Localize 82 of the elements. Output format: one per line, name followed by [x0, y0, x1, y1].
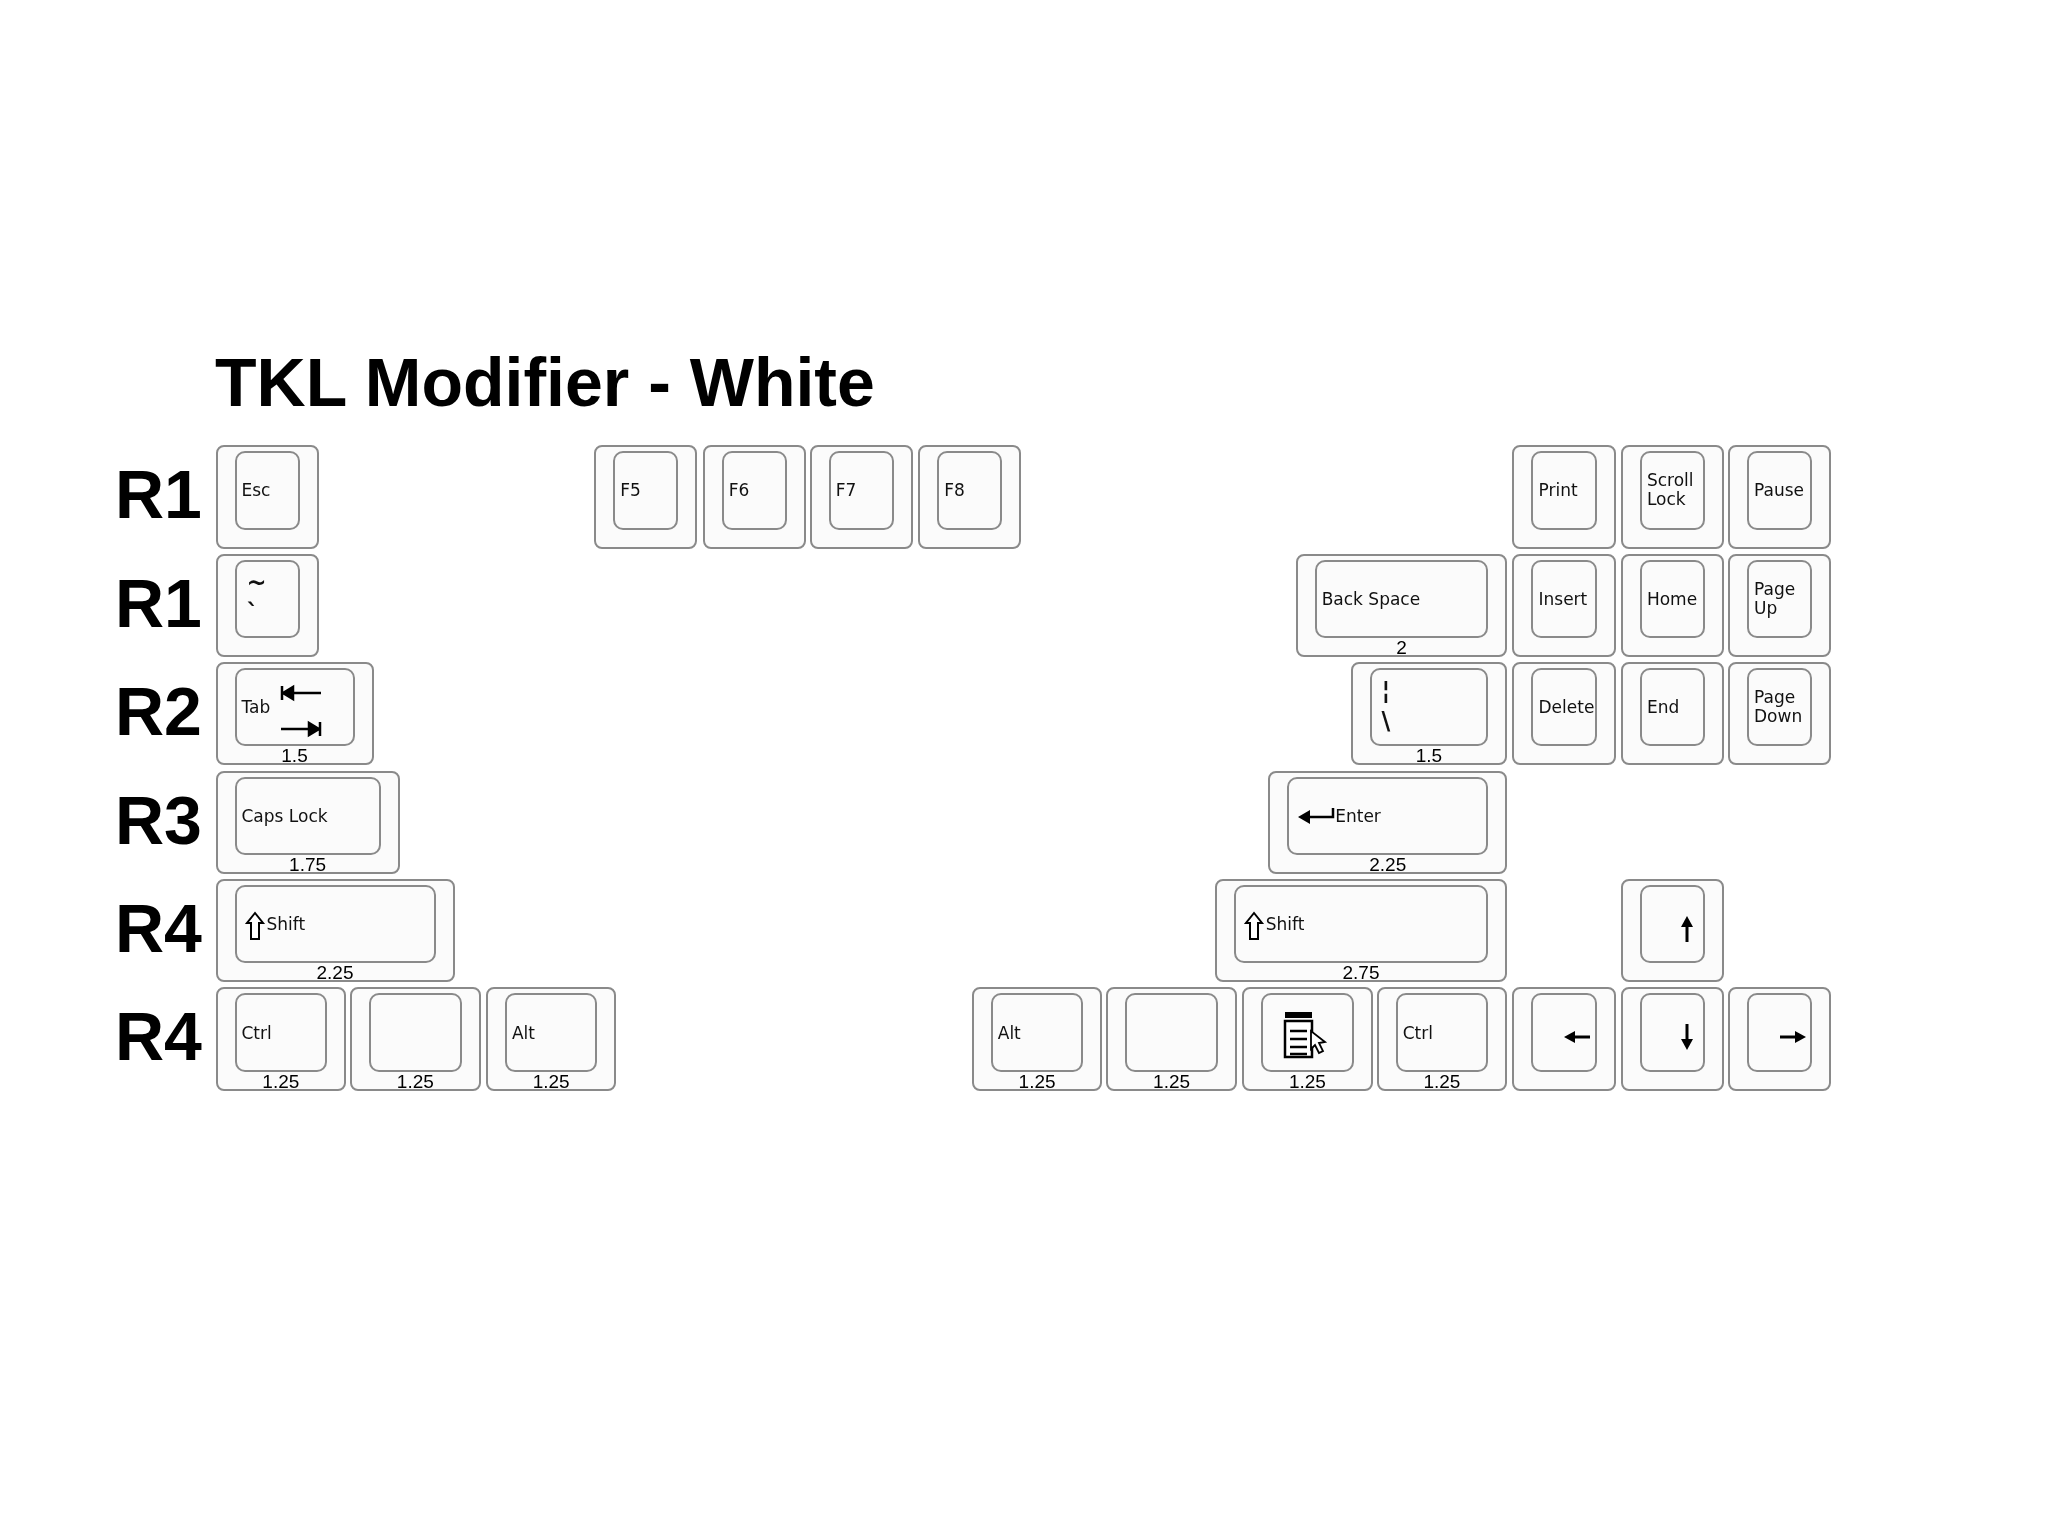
key-size-label: 1.75: [288, 854, 328, 874]
keycap: [1512, 662, 1616, 766]
keycap: [215, 662, 374, 766]
keycap: [809, 445, 913, 549]
keycap: [1512, 553, 1616, 657]
key-legend: Tab: [241, 697, 350, 717]
keycap: [971, 987, 1103, 1091]
diagram-title: TKL Modifier - White: [215, 343, 875, 421]
keycap: [1728, 445, 1832, 549]
keycap: [1728, 662, 1832, 766]
key-legend: F7: [835, 481, 889, 500]
keycap: [1728, 553, 1832, 657]
key-size-label: 1.25: [531, 1071, 571, 1091]
key-legend: F6: [728, 481, 782, 500]
key-legend: Back Space: [1321, 589, 1484, 609]
key-legend: Esc: [241, 481, 295, 500]
keycap: [1620, 987, 1725, 1091]
key-legend: Pause: [1754, 481, 1808, 500]
key-legend: ~: [246, 569, 267, 597]
key-legend: Insert: [1538, 589, 1592, 609]
keycap: [1295, 553, 1508, 657]
key-legend: End: [1646, 697, 1701, 717]
keycap: [702, 445, 806, 549]
key-legend: Home: [1646, 589, 1701, 609]
key-legend: \: [1381, 708, 1391, 735]
keycap: [215, 770, 400, 874]
key-size-label: 2: [1395, 637, 1408, 657]
row-label: R1: [114, 563, 202, 642]
key-legend: Ctrl: [1402, 1023, 1484, 1042]
key-legend: Page Down: [1754, 688, 1808, 726]
keycap: [594, 445, 698, 549]
key-size-label: 2.25: [1368, 854, 1408, 874]
row-label: R3: [114, 780, 202, 859]
row-label: R4: [114, 889, 202, 967]
keycap: [1376, 987, 1508, 1091]
key-size-label: 1.25: [1017, 1071, 1057, 1091]
keycap: [1214, 879, 1508, 983]
keycap: [1620, 879, 1725, 983]
keycap: [350, 987, 481, 1091]
keycap: [215, 987, 347, 1091]
keycap: [485, 987, 617, 1091]
row-label: R4: [114, 997, 202, 1076]
key-legend: F5: [620, 481, 674, 500]
key-legend: Alt: [997, 1023, 1079, 1042]
key-legend: `: [246, 599, 259, 626]
key-legend: Delete: [1538, 697, 1592, 717]
keycap: [1268, 770, 1508, 874]
keycap: [1620, 445, 1725, 549]
key-size-label: 1.25: [1287, 1071, 1327, 1091]
keycap: [215, 445, 319, 549]
keycap: [1106, 987, 1237, 1091]
key-size-label: 1.25: [1422, 1071, 1462, 1091]
keycap: [1620, 662, 1725, 766]
key-legend: Alt: [511, 1023, 593, 1042]
key-legend: ¦: [1381, 678, 1391, 705]
key-legend: Enter: [1335, 806, 1484, 826]
key-size-label: 1.25: [395, 1071, 435, 1091]
key-legend: F8: [944, 481, 998, 500]
key-legend: Caps Lock: [241, 806, 376, 826]
keycap: [1620, 553, 1725, 657]
keycap: [1242, 987, 1373, 1091]
key-legend: Shift: [266, 914, 431, 934]
key-legend: Page Up: [1754, 580, 1808, 618]
key-size-label: 1.25: [1152, 1071, 1192, 1091]
row-label: R2: [114, 672, 202, 751]
keycap: [215, 553, 319, 657]
key-legend: Shift: [1265, 914, 1484, 934]
key-legend: Scroll Lock: [1646, 471, 1701, 510]
keycap: [1350, 662, 1508, 766]
key-size-label: 2.75: [1341, 963, 1381, 983]
keycap: [215, 879, 455, 983]
row-label: R1: [114, 455, 202, 534]
keycap: [918, 445, 1022, 549]
key-size-label: 2.25: [315, 963, 355, 983]
key-size-label: 1.5: [1414, 746, 1444, 766]
keycap: [1728, 987, 1832, 1091]
keycap: [1512, 987, 1616, 1091]
keycap: [1512, 445, 1616, 549]
key-size-label: 1.25: [261, 1071, 301, 1091]
key-size-label: 1.5: [280, 746, 309, 766]
key-legend: Ctrl: [241, 1023, 323, 1042]
key-legend: Print: [1538, 481, 1592, 500]
